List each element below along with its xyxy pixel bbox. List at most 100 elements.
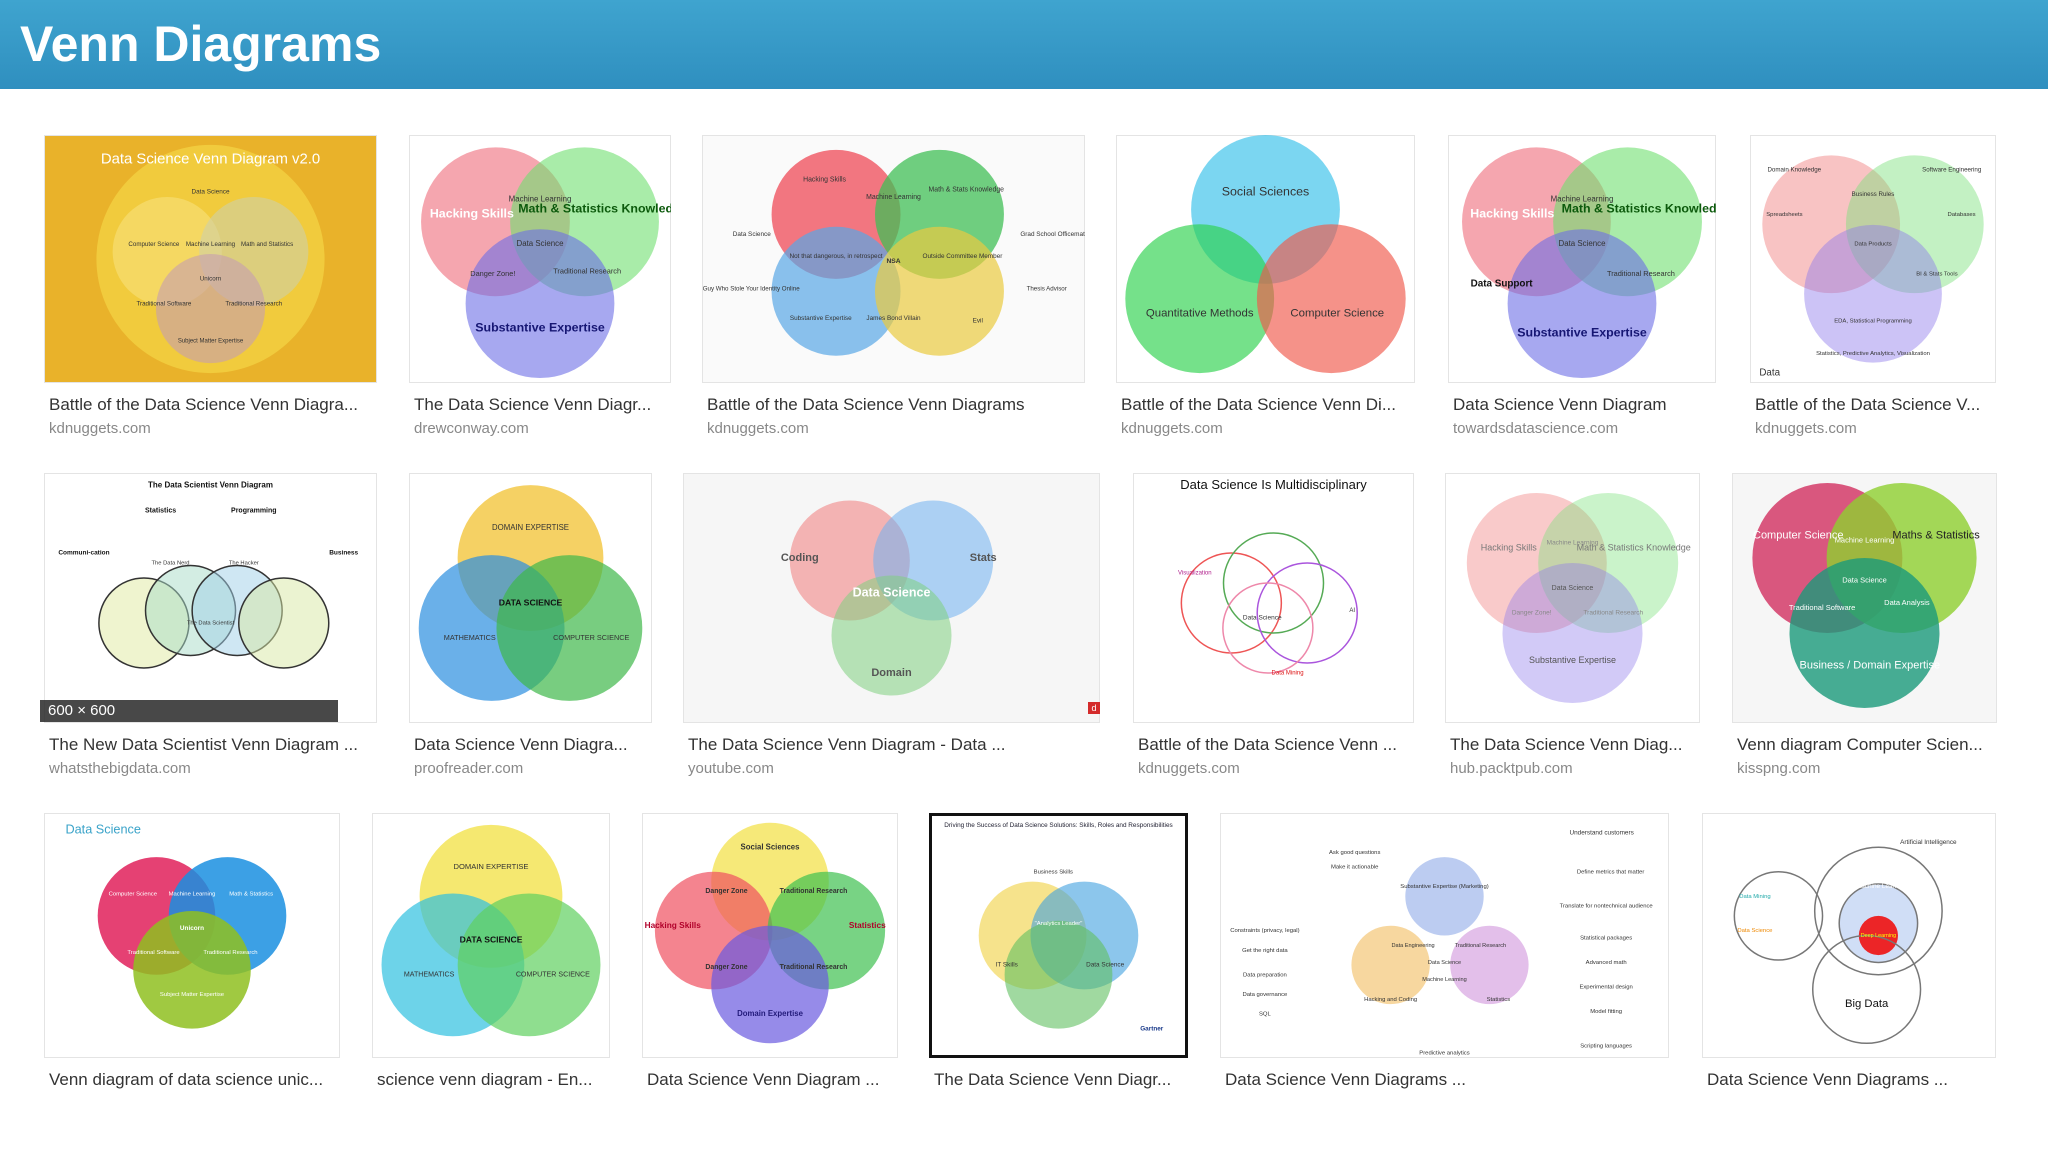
venn-label: Constraints (privacy, legal) <box>1230 928 1299 934</box>
venn-label: "Analytics Leader" <box>1035 921 1083 927</box>
venn-label: Experimental design <box>1579 985 1632 991</box>
result-source-domain[interactable]: hub.packtpub.com <box>1450 760 1573 777</box>
result-source-domain[interactable]: kdnuggets.com <box>707 420 809 437</box>
result-caption[interactable]: Data Science Venn Diagram ... <box>647 1070 880 1089</box>
result-caption[interactable]: Venn diagram of data science unic... <box>49 1070 324 1089</box>
venn-label: BI & Stats Tools <box>1916 271 1958 277</box>
venn-label: Traditional Software <box>1789 603 1855 612</box>
venn-label: Traditional Research <box>553 266 621 275</box>
venn-label: Substantive Expertise (Marketing) <box>1400 884 1488 890</box>
result-caption[interactable]: Venn diagram Computer Scien... <box>1737 735 1983 754</box>
venn-label: Predictive analytics <box>1419 1051 1469 1057</box>
venn-diagram: Data Science Is MultidisciplinaryVisuali… <box>1178 477 1367 677</box>
result-caption[interactable]: Battle of the Data Science Venn Diagra..… <box>49 395 359 414</box>
result-caption[interactable]: The Data Science Venn Diag... <box>1450 735 1683 754</box>
venn-label: Databases <box>1947 212 1975 218</box>
result-caption[interactable]: Data Science Venn Diagra... <box>414 735 628 754</box>
venn-label: MATHEMATICS <box>444 633 496 642</box>
result-source-domain[interactable]: whatsthebigdata.com <box>49 760 191 777</box>
venn-label: Traditional Research <box>780 964 848 971</box>
venn-label: Translate for nontechnical audience <box>1560 904 1654 910</box>
venn-label: Data Science <box>191 189 229 196</box>
result-caption[interactable]: The Data Science Venn Diagr... <box>414 395 652 414</box>
venn-label: Data Science <box>1428 960 1461 966</box>
venn-label: Data Science <box>1552 585 1594 592</box>
venn-circle <box>1180 552 1283 654</box>
venn-label: Machine Learning <box>1547 540 1599 547</box>
venn-label: Maths & Statistics <box>1892 529 1980 541</box>
venn-label: Understand customers <box>1570 829 1634 836</box>
result-caption[interactable]: Battle of the Data Science Venn Di... <box>1121 395 1396 414</box>
result-caption[interactable]: Data Science Venn Diagrams ... <box>1225 1070 1466 1089</box>
venn-circle <box>711 925 829 1044</box>
venn-circle <box>1813 846 1943 976</box>
venn-label: Math & Statistics <box>229 891 273 897</box>
result-caption[interactable]: Data Science Venn Diagram <box>1453 395 1667 414</box>
result-thumbnail[interactable]: Driving the Success of Data Science Solu… <box>929 813 1188 1058</box>
result-thumbnail[interactable]: DOMAIN EXPERTISE DATA SCIENCE MATHEMATICS C… <box>409 473 652 723</box>
venn-label: EDA, Statistical Programming <box>1834 319 1912 325</box>
venn-label: Math and Statistics <box>241 241 293 248</box>
result-source-domain[interactable]: youtube.com <box>688 760 774 777</box>
venn-label: Domain Expertise <box>737 1009 804 1018</box>
venn-label: Data Mining <box>1272 671 1304 677</box>
result-source-domain[interactable]: kdnuggets.com <box>1755 420 1857 437</box>
venn-label: Hacking Skills <box>1481 542 1538 552</box>
venn-label: Math & Statistics Knowledge <box>518 202 671 216</box>
venn-label: Business Skills <box>1034 869 1073 875</box>
result-source-domain[interactable]: kdnuggets.com <box>49 420 151 437</box>
result-source-domain[interactable]: proofreader.com <box>414 760 524 777</box>
page-title: Venn Diagrams <box>20 16 382 72</box>
venn-label: COMPUTER SCIENCE <box>553 633 629 642</box>
venn-label: Stats <box>970 552 997 564</box>
result-source-domain[interactable]: kdnuggets.com <box>1121 420 1223 437</box>
venn-label: DOMAIN EXPERTISE <box>492 523 569 532</box>
venn-label: Data Science Venn Diagram v2.0 <box>101 152 320 168</box>
venn-label: The Data Nerd <box>152 561 190 567</box>
result-caption[interactable]: The Data Science Venn Diagr... <box>934 1070 1172 1089</box>
venn-circle <box>1789 558 1940 708</box>
result-source-domain[interactable]: kdnuggets.com <box>1138 760 1240 777</box>
venn-label: Statistical packages <box>1580 936 1632 942</box>
venn-label: James Bond Villain <box>866 315 921 322</box>
result-caption[interactable]: Data Science Venn Diagrams ... <box>1707 1070 1948 1089</box>
venn-label: Data governance <box>1242 992 1288 998</box>
venn-label: Model fitting <box>1590 1009 1622 1015</box>
result-caption[interactable]: Battle of the Data Science V... <box>1755 395 1981 414</box>
venn-label: Machine Learning <box>509 195 572 204</box>
venn-label: DATA SCIENCE <box>499 597 563 607</box>
venn-label: Social Sciences <box>1222 184 1309 198</box>
result-source-domain[interactable]: kisspng.com <box>1737 760 1821 777</box>
result-caption[interactable]: The New Data Scientist Venn Diagram ... <box>49 735 358 754</box>
venn-label: MATHEMATICS <box>404 971 455 979</box>
result-source-domain[interactable]: drewconway.com <box>414 420 529 437</box>
venn-circle <box>1466 493 1607 633</box>
venn-label: Domain Knowledge <box>1767 166 1821 173</box>
result-caption[interactable]: Battle of the Data Science Venn ... <box>1138 735 1397 754</box>
result-caption[interactable]: Battle of the Data Science Venn Diagrams <box>707 395 1025 414</box>
result-source-domain[interactable]: towardsdatascience.com <box>1453 420 1619 437</box>
result-caption[interactable]: The Data Science Venn Diagram - Data ... <box>688 735 1006 754</box>
result-caption[interactable]: science venn diagram - En... <box>377 1070 593 1089</box>
venn-label: IT Skills <box>996 962 1018 969</box>
